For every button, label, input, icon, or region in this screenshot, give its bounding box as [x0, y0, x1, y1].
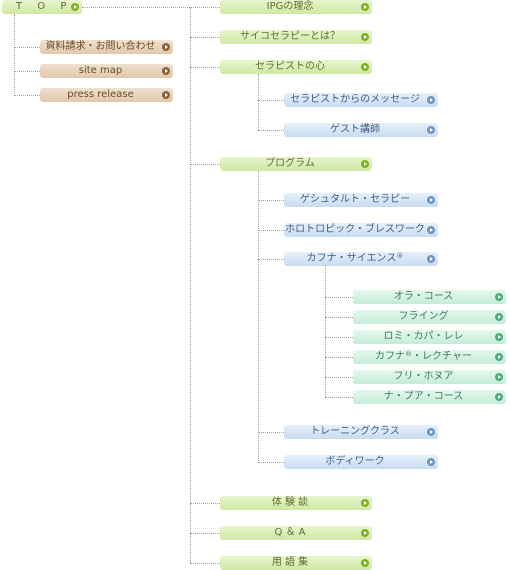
registered-mark: ® — [405, 350, 413, 358]
kahuna-lecture-suffix: ・レクチャー — [412, 351, 472, 362]
guest-lecturer-link[interactable]: ゲスト講師 — [284, 123, 438, 137]
testimonials-link[interactable]: 体 験 談 — [220, 496, 372, 510]
therapist-mind-label: セラピストの心 — [255, 61, 325, 72]
ola-course-link[interactable]: オラ・コース — [353, 290, 506, 304]
therapist-mind-link[interactable]: セラピストの心 — [220, 60, 372, 74]
arrow-circle-icon — [162, 43, 170, 51]
lomi-kapa-lele-link[interactable]: ロミ・カパ・レレ — [353, 330, 506, 344]
arrow-circle-icon — [495, 293, 503, 301]
top-link[interactable]: T O P — [2, 0, 82, 14]
registered-mark: ® — [396, 252, 404, 260]
kahuna-science-label: カフナ・サイエンス — [306, 253, 397, 264]
bodywork-link[interactable]: ボディワーク — [284, 455, 438, 469]
ipg-philosophy-link[interactable]: IPGの理念 — [220, 0, 372, 14]
holotropic-breathwork-label: ホロトロピック・ブレスワーク — [285, 224, 425, 235]
gestalt-therapy-link[interactable]: ゲシュタルト・セラピー — [284, 193, 438, 207]
program-link[interactable]: プログラム — [220, 157, 372, 171]
lomi-kapa-lele-label: ロミ・カパ・レレ — [383, 331, 464, 342]
site-map-link[interactable]: site map — [40, 64, 173, 78]
arrow-circle-icon — [361, 63, 369, 71]
na-pua-course-link[interactable]: ナ・プア・コース — [353, 390, 506, 404]
glossary-label: 用 語 集 — [271, 557, 309, 568]
arrow-circle-icon — [361, 3, 369, 11]
arrow-circle-icon — [427, 226, 435, 234]
faq-label: Q ＆ A — [274, 527, 306, 538]
testimonials-label: 体 験 談 — [271, 497, 309, 508]
kahuna-science-link[interactable]: カフナ・サイエンス® — [284, 252, 438, 266]
arrow-circle-icon — [427, 428, 435, 436]
therapist-message-link[interactable]: セラピストからのメッセージ — [284, 93, 438, 107]
arrow-circle-icon — [495, 353, 503, 361]
ola-course-label: オラ・コース — [393, 291, 454, 302]
arrow-circle-icon — [427, 196, 435, 204]
faq-link[interactable]: Q ＆ A — [220, 526, 372, 540]
arrow-circle-icon — [71, 3, 79, 11]
kahuna-lecture-link[interactable]: カフナ®・レクチャー — [353, 350, 506, 364]
arrow-circle-icon — [495, 333, 503, 341]
gestalt-therapy-label: ゲシュタルト・セラピー — [300, 194, 410, 205]
arrow-circle-icon — [427, 255, 435, 263]
kahuna-lecture-label: カフナ — [375, 351, 406, 362]
arrow-circle-icon — [495, 313, 503, 321]
arrow-circle-icon — [361, 160, 369, 168]
bodywork-label: ボディワーク — [325, 456, 385, 467]
psychotherapy-link[interactable]: サイコセラピーとは？ — [220, 30, 372, 44]
arrow-circle-icon — [361, 33, 369, 41]
top-label: T O P — [16, 1, 73, 12]
arrow-circle-icon — [427, 126, 435, 134]
holotropic-breathwork-link[interactable]: ホロトロピック・ブレスワーク — [284, 223, 438, 237]
training-class-label: トレーニングクラス — [310, 426, 400, 437]
arrow-circle-icon — [495, 373, 503, 381]
therapist-message-label: セラピストからのメッセージ — [290, 94, 420, 105]
contact-label: 資料請求・お問い合わせ — [45, 41, 156, 52]
guest-lecturer-label: ゲスト講師 — [330, 124, 380, 135]
flying-link[interactable]: フライング — [353, 310, 506, 324]
training-class-link[interactable]: トレーニングクラス — [284, 425, 438, 439]
arrow-circle-icon — [162, 67, 170, 75]
arrow-circle-icon — [361, 559, 369, 567]
site-map-label: site map — [78, 65, 123, 76]
na-pua-course-label: ナ・プア・コース — [383, 391, 464, 402]
ipg-philosophy-label: IPGの理念 — [266, 1, 314, 12]
contact-link[interactable]: 資料請求・お問い合わせ — [40, 40, 173, 54]
press-release-label: press release — [67, 89, 134, 100]
arrow-circle-icon — [427, 458, 435, 466]
arrow-circle-icon — [361, 529, 369, 537]
program-label: プログラム — [265, 158, 315, 169]
arrow-circle-icon — [495, 393, 503, 401]
huli-honua-label: フリ・ホヌア — [393, 371, 454, 382]
psychotherapy-label: サイコセラピーとは？ — [240, 31, 340, 42]
press-release-link[interactable]: press release — [40, 88, 173, 102]
arrow-circle-icon — [162, 91, 170, 99]
arrow-circle-icon — [361, 499, 369, 507]
huli-honua-link[interactable]: フリ・ホヌア — [353, 370, 506, 384]
flying-label: フライング — [398, 311, 449, 322]
arrow-circle-icon — [427, 96, 435, 104]
glossary-link[interactable]: 用 語 集 — [220, 556, 372, 570]
